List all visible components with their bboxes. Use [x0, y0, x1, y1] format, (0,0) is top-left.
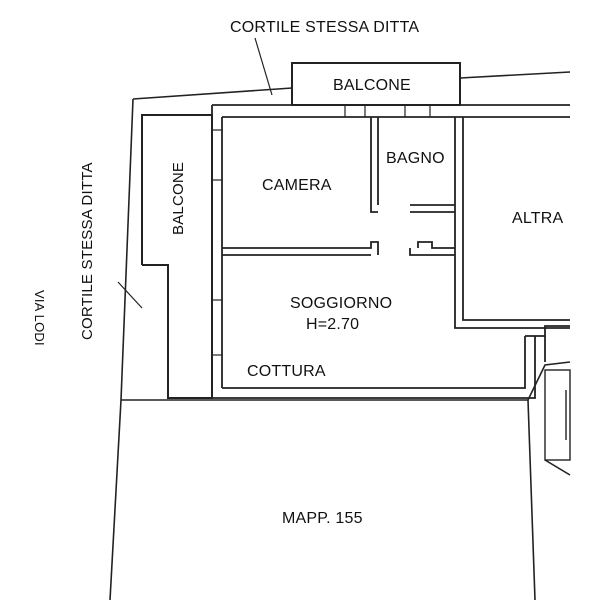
balcone-top-label: BALCONE [333, 77, 411, 94]
cortile-left-label: CORTILE STESSA DITTA [79, 162, 96, 340]
top-wall-windows [344, 105, 431, 117]
ceiling-height-label: H=2.70 [306, 316, 360, 333]
mapp-label: MAPP. 155 [282, 510, 363, 527]
cortile-top-label: CORTILE STESSA DITTA [230, 19, 420, 36]
via-label: VIA LODI [32, 290, 47, 346]
property-boundary [109, 71, 571, 600]
label-leaders [117, 37, 273, 309]
camera-label: CAMERA [262, 177, 332, 194]
balcone-left-label: BALCONE [170, 161, 187, 235]
cottura-label: COTTURA [247, 363, 326, 380]
right-edge-features [544, 369, 571, 461]
left-wall-windows [212, 129, 222, 356]
interior-walls [222, 117, 570, 329]
soggiorno-label: SOGGIORNO [290, 295, 393, 312]
altra-label: ALTRA [512, 210, 564, 227]
exterior-walls [211, 104, 570, 399]
bagno-label: BAGNO [386, 150, 445, 167]
balcone-left-outline [141, 114, 213, 399]
